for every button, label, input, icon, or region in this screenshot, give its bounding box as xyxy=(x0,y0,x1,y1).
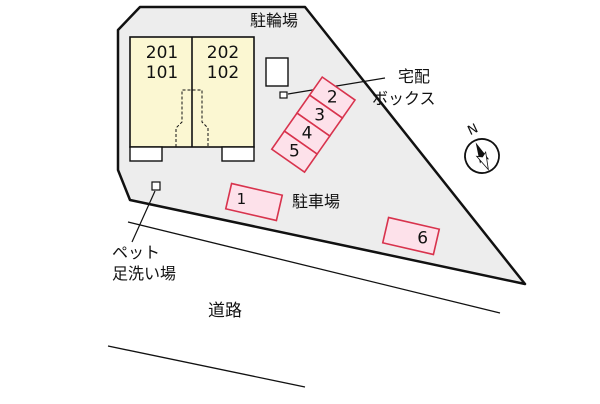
delivery-box: 宅配 ボックス xyxy=(279,67,436,108)
apartment-building: 201 101 202 102 xyxy=(129,36,255,162)
road-edge-lower xyxy=(107,345,306,388)
unit-101: 101 xyxy=(146,63,178,83)
parking-block: 2 3 4 5 xyxy=(270,75,357,174)
pet-foot-wash-marker xyxy=(151,181,161,191)
pet-foot-wash: ペット 足洗い場 xyxy=(112,181,176,283)
parking-space-6: 6 xyxy=(381,216,441,256)
delivery-box-label-2: ボックス xyxy=(372,89,436,108)
parking-space-6-label: 6 xyxy=(417,229,428,249)
bicycle-parking-area xyxy=(265,57,289,87)
pet-foot-wash-leader xyxy=(131,190,156,243)
pet-foot-wash-label-2: 足洗い場 xyxy=(112,264,176,283)
compass-north-icon xyxy=(464,138,500,174)
unit-202: 202 xyxy=(207,43,239,63)
road-edge-upper xyxy=(127,221,501,314)
parking-space-3-label: 3 xyxy=(314,106,325,126)
road-label: 道路 xyxy=(208,301,242,321)
compass-north-label: N xyxy=(465,121,480,139)
parking-space-5: 5 xyxy=(270,130,319,174)
parking-space-5-label: 5 xyxy=(289,142,300,162)
delivery-box-label-1: 宅配 xyxy=(398,67,430,86)
balcony-left xyxy=(129,146,163,162)
balcony-right xyxy=(221,146,255,162)
delivery-box-marker xyxy=(279,91,288,99)
parking-space-4-label: 4 xyxy=(302,124,313,144)
pet-foot-wash-label-1: ペット xyxy=(112,243,160,262)
road: 道路 xyxy=(107,221,501,388)
parking-label: 駐車場 xyxy=(292,192,340,211)
bicycle-parking-label: 駐輪場 xyxy=(250,11,298,30)
bicycle-parking: 駐輪場 xyxy=(250,11,298,87)
parking-space-1: 1 xyxy=(224,182,284,222)
delivery-box-leader xyxy=(287,77,386,95)
unit-102: 102 xyxy=(207,63,239,83)
unit-201: 201 xyxy=(146,43,178,63)
parking-space-2-label: 2 xyxy=(327,88,338,108)
parking-space-1-label: 1 xyxy=(237,190,247,208)
